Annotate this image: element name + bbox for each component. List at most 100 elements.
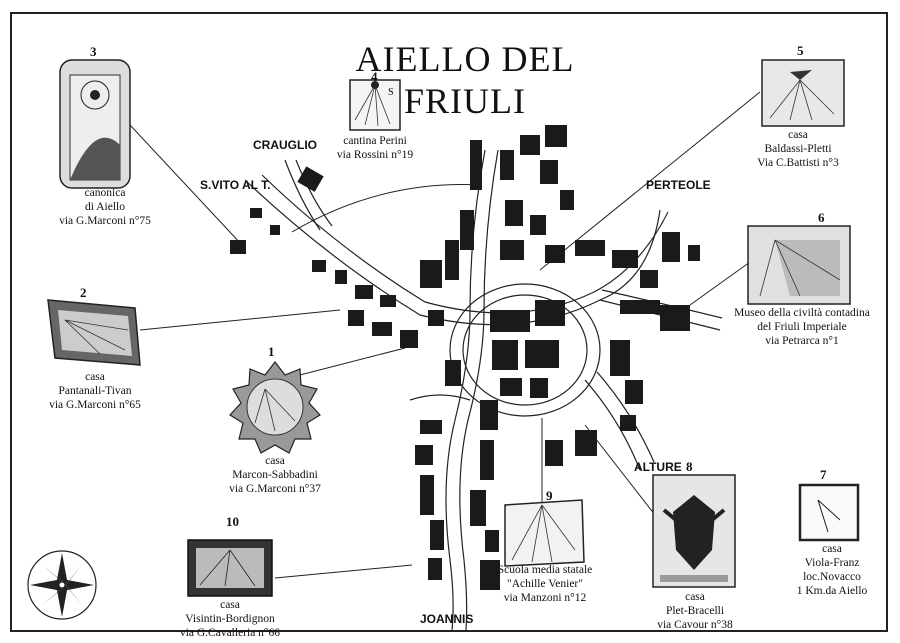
building: [560, 190, 574, 210]
building: [428, 310, 444, 326]
road-crauglio: [284, 159, 321, 231]
buildings: [230, 125, 700, 590]
leader-line-10: [274, 564, 413, 579]
place-label-svito: S.VITO AL T.: [200, 178, 271, 192]
building: [545, 440, 563, 466]
sundial-number-5: 5: [797, 43, 804, 58]
sundial-number-8: 8: [686, 459, 693, 474]
building: [355, 285, 373, 299]
road-north-south-edge: [459, 149, 499, 631]
building: [372, 322, 392, 336]
sundial-caption-1: casa Marcon-Sabbadini via G.Marconi n°37: [229, 455, 321, 495]
building: [530, 215, 546, 235]
sundial-image-1: [229, 361, 321, 454]
sundial-number-10: 10: [226, 514, 239, 529]
building: [420, 475, 434, 515]
sundial-image-8: [652, 474, 736, 588]
building: [662, 232, 680, 262]
sundial-caption-7: casa Viola-Franz loc.Novacco 1 Km.da Aie…: [796, 543, 868, 597]
sundial-image-9: [504, 499, 585, 567]
sundial-number-1: 1: [268, 344, 275, 359]
building: [545, 125, 567, 147]
map-title: AIELLO DEL FRIULI: [355, 39, 575, 121]
sundial-image-3: [59, 59, 131, 189]
building: [348, 310, 364, 326]
sundial-number-7: 7: [820, 467, 827, 482]
building: [505, 200, 523, 226]
building: [620, 300, 660, 314]
roads: [244, 149, 723, 631]
sundial-image-10: [187, 539, 273, 597]
sundial-caption-5: casa Baldassi-Pletti Via C.Battisti n°3: [757, 129, 839, 169]
building: [640, 270, 658, 288]
sundial-caption-2: casa Pantanali-Tivan via G.Marconi n°65: [49, 371, 141, 411]
building: [470, 490, 486, 526]
road-alture-edge: [596, 371, 655, 463]
road-west-link: [409, 394, 471, 401]
sundial-4-s-label: S: [388, 87, 394, 98]
leader-line-2: [139, 309, 341, 331]
road-main-upper: [244, 179, 661, 326]
building: [430, 520, 444, 550]
building: [545, 245, 565, 263]
sundial-image-2: [47, 299, 141, 366]
road-crauglio-edge: [295, 159, 333, 227]
building: [525, 340, 559, 368]
building: [480, 440, 494, 480]
building: [540, 160, 558, 184]
building: [500, 150, 514, 180]
page-border: [10, 12, 888, 632]
place-label-alture: ALTURE: [634, 460, 682, 474]
sundial-image-6: [747, 225, 851, 305]
sundial-caption-6: Museo della civiltà contadina del Friuli…: [734, 307, 870, 347]
leader-line-6: [689, 261, 751, 306]
building: [500, 240, 524, 260]
building: [575, 430, 597, 456]
building: [380, 295, 396, 307]
building: [535, 300, 565, 326]
building: [445, 360, 461, 386]
building: [520, 135, 540, 155]
building: [415, 445, 433, 465]
leader-line-3: [129, 124, 243, 246]
building: [460, 210, 474, 250]
building: [480, 400, 498, 430]
sundial-image-4: S: [349, 79, 401, 131]
building: [660, 305, 690, 331]
building: [530, 378, 548, 398]
sundial-number-3: 3: [90, 44, 97, 59]
place-label-perteole: PERTEOLE: [646, 178, 711, 192]
building: [492, 340, 518, 370]
place-label-crauglio: CRAUGLIO: [253, 138, 317, 152]
building: [490, 310, 530, 332]
building: [270, 225, 280, 235]
sundial-number-4: 4: [371, 69, 378, 84]
sundial-caption-3: canonica di Aiello via G.Marconi n°75: [59, 187, 151, 227]
building: [420, 260, 442, 288]
building: [400, 330, 418, 348]
sundial-number-6: 6: [818, 210, 825, 225]
building: [485, 530, 499, 552]
building: [470, 140, 482, 190]
road-ring-inner: [462, 294, 588, 406]
sundial-caption-9: Scuola media statale "Achille Venier" vi…: [497, 564, 593, 604]
sundial-image-5: [761, 59, 845, 127]
building: [612, 250, 638, 268]
building: [480, 560, 500, 590]
building: [445, 240, 459, 280]
leader-line-1: [299, 347, 406, 376]
building: [575, 240, 605, 256]
compass-rose-icon: [27, 550, 97, 620]
sundial-image-7: [798, 483, 860, 542]
building: [428, 558, 442, 580]
building: [625, 380, 643, 404]
building: [610, 340, 630, 376]
building: [688, 245, 700, 261]
building: [250, 208, 262, 218]
sundial-caption-4: cantina Perini via Rossini n°19: [336, 135, 414, 161]
place-label-joannis: JOANNIS: [420, 612, 474, 626]
building: [620, 415, 636, 431]
building: [297, 166, 324, 192]
